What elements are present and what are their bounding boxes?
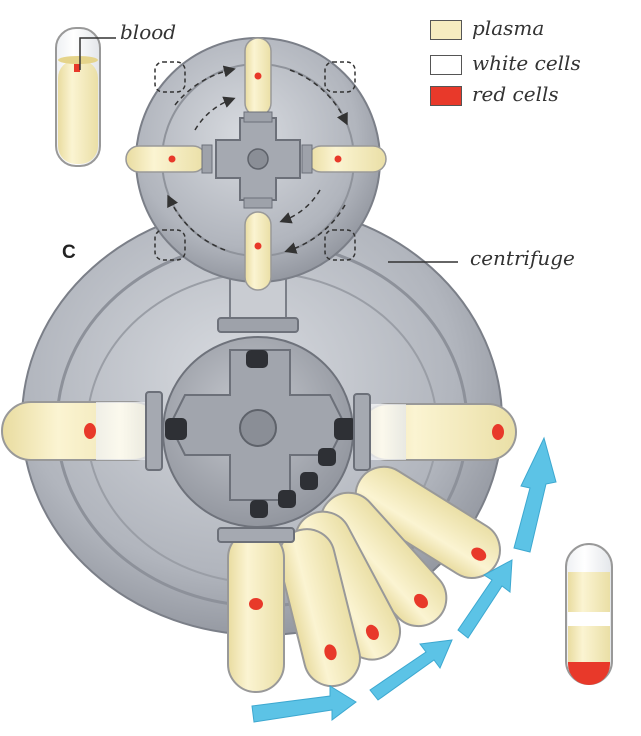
separated-blood-tube <box>565 543 613 685</box>
centrifuge-label: centrifuge <box>470 246 575 270</box>
panel-letter: C <box>62 242 76 263</box>
blood-sample-tube <box>55 27 116 167</box>
legend-white-cells-label: white cells <box>472 51 581 75</box>
large-disc-tubes <box>1 391 517 693</box>
white-cells-swatch <box>430 55 462 75</box>
red-cells-swatch <box>430 86 462 106</box>
legend-red-cells-label: red cells <box>472 82 559 106</box>
motion-arrows <box>251 436 557 723</box>
legend-plasma-label: plasma <box>472 16 545 40</box>
centrifuge-small-disc <box>135 37 381 283</box>
blood-label: blood <box>120 20 177 44</box>
small-disc-tubes <box>125 37 387 291</box>
plasma-swatch <box>430 20 462 40</box>
